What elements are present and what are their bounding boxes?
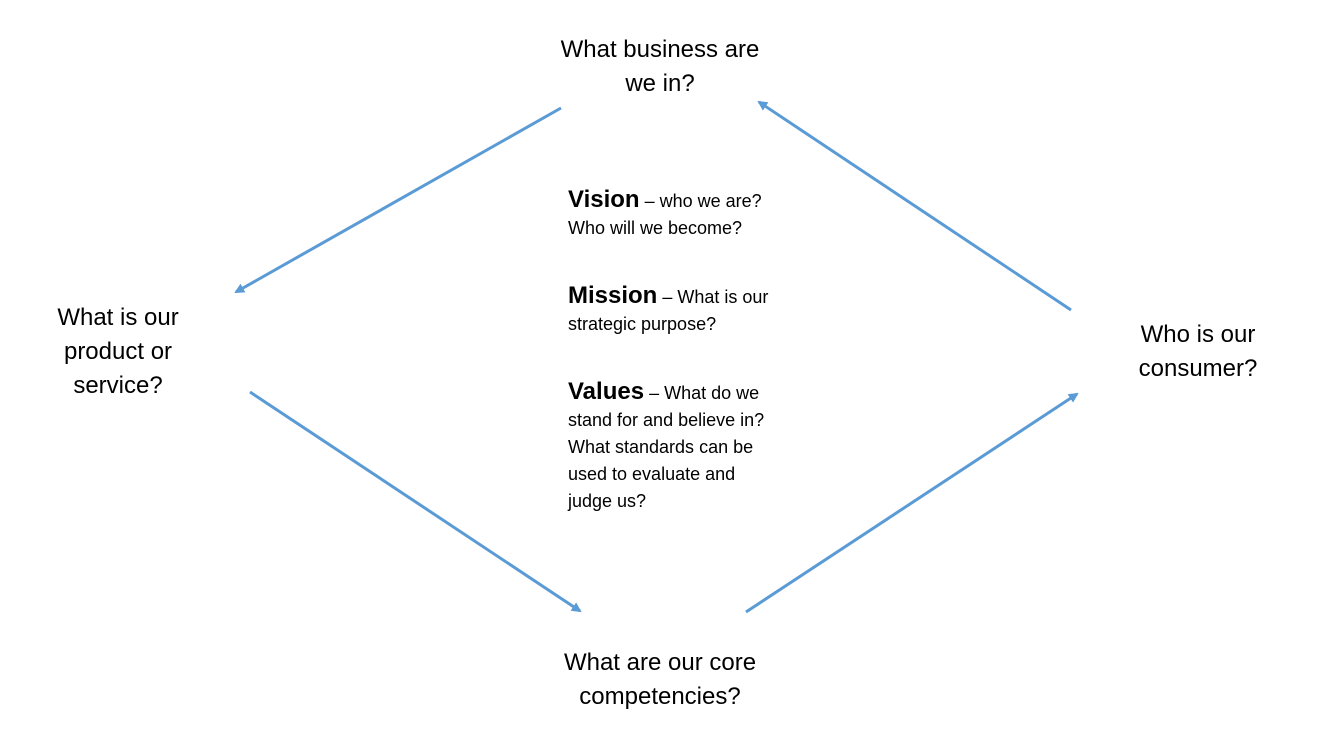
vision-dash: – — [639, 191, 660, 211]
vision-block: Vision – who we are? Who will we become? — [568, 186, 828, 242]
values-block: Values – What do we stand for and believ… — [568, 378, 828, 515]
node-business: What business are we in? — [530, 33, 790, 101]
values-dash: – — [644, 383, 665, 403]
node-consumer-line-2: consumer? — [1138, 355, 1258, 382]
mission-dash: – — [657, 287, 678, 307]
mission-heading-line: Mission – What is our — [568, 282, 828, 311]
node-competencies: What are our core competencies? — [520, 646, 800, 714]
node-product: What is our product or service? — [0, 301, 236, 403]
arrow-left-to-bottom — [249, 390, 582, 613]
node-business-line-2: we in? — [625, 70, 695, 97]
node-competencies-line-2: competencies? — [579, 683, 741, 710]
node-consumer-line-1: Who is our — [1140, 321, 1256, 348]
vision-line-1: who we are? — [659, 191, 762, 211]
values-heading-line: Values – What do we — [568, 378, 828, 407]
arrow-top-to-left — [234, 106, 562, 294]
values-line-3: What standards can be — [568, 437, 754, 457]
arrow-bottom-to-right — [745, 392, 1079, 614]
values-line-4: used to evaluate and — [568, 464, 736, 484]
values-line-5: judge us? — [568, 491, 647, 511]
mission-line-1: What is our — [677, 287, 769, 307]
node-consumer: Who is our consumer? — [1090, 318, 1306, 386]
mission-line-2: strategic purpose? — [568, 314, 717, 334]
node-product-line-1: What is our — [57, 304, 179, 331]
vision-term: Vision — [568, 186, 640, 213]
node-business-line-1: What business are — [560, 36, 760, 63]
node-competencies-line-1: What are our core — [563, 649, 757, 676]
vision-line-2: Who will we become? — [568, 218, 743, 238]
vision-heading-line: Vision – who we are? — [568, 186, 828, 215]
values-line-1: What do we — [664, 383, 760, 403]
values-line-2: stand for and believe in? — [568, 410, 765, 430]
mission-term: Mission — [568, 282, 658, 309]
node-product-line-2: product or — [63, 338, 173, 365]
mission-block: Mission – What is our strategic purpose? — [568, 282, 828, 338]
node-product-line-3: service? — [73, 372, 163, 399]
values-term: Values — [568, 378, 645, 405]
arrow-right-to-top — [757, 100, 1072, 312]
